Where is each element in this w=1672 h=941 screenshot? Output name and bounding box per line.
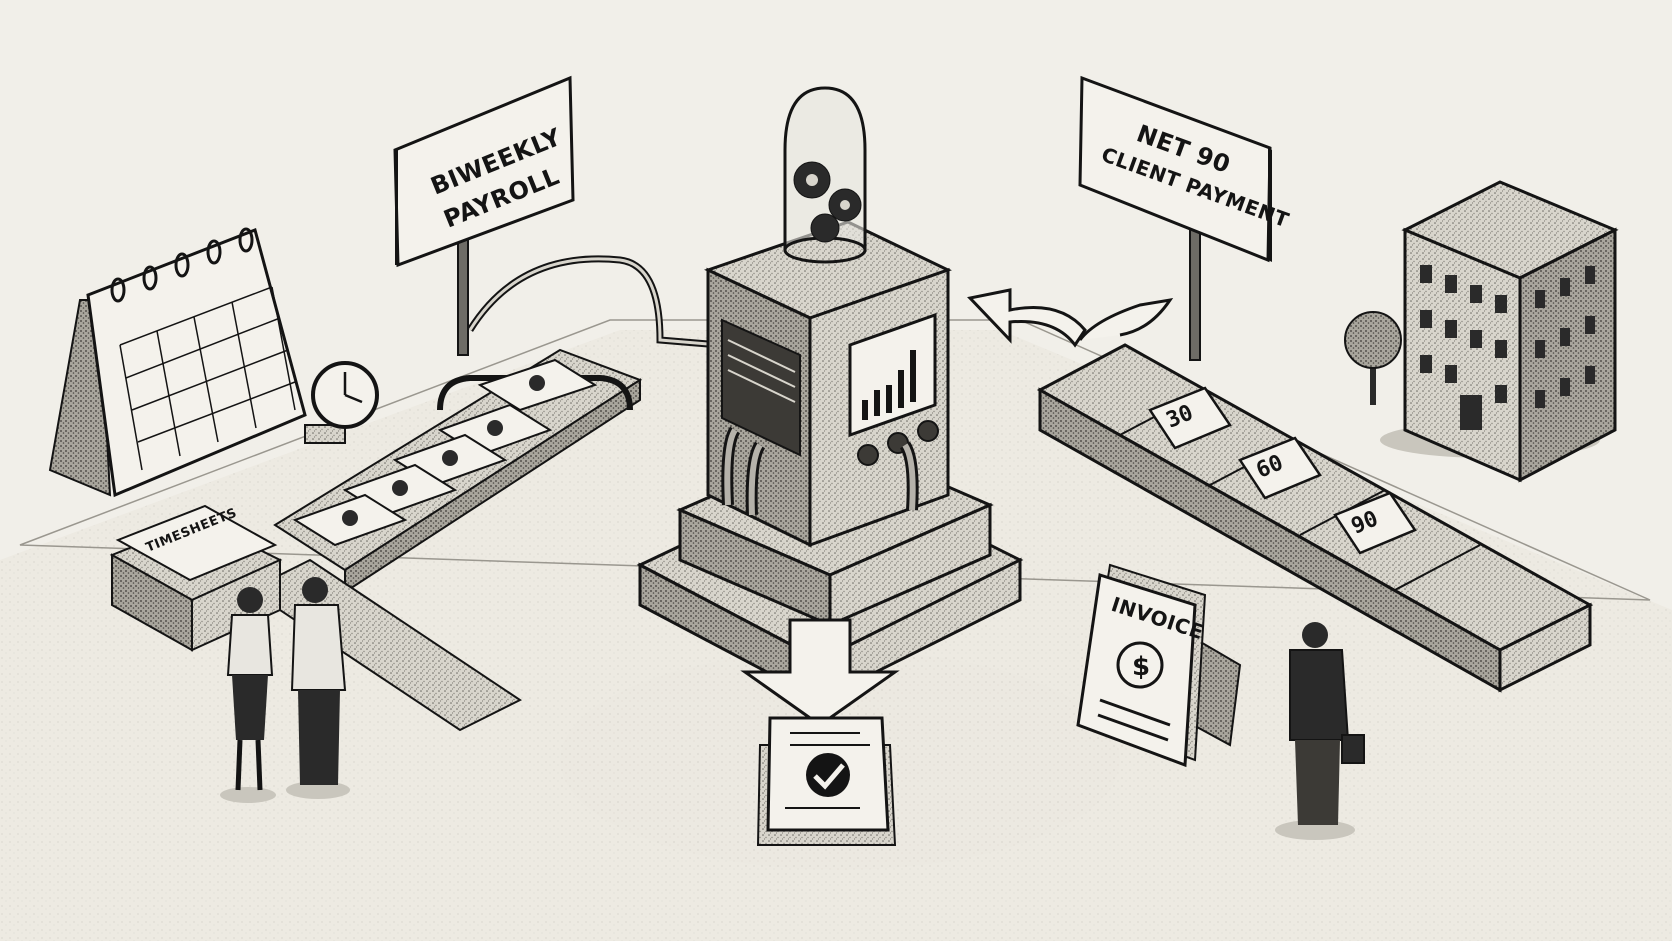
employee-card [292, 493, 408, 547]
tree-icon [1344, 311, 1402, 405]
client-building [1380, 180, 1619, 483]
calendar [48, 227, 307, 498]
dollar-icon [1116, 641, 1164, 689]
briefcase-icon [1341, 734, 1365, 764]
term-calendar-60: 60 [1238, 436, 1322, 500]
term-calendar-30: 30 [1148, 386, 1232, 450]
client-payment-conveyor: 30 60 90 [1036, 343, 1594, 693]
invoice-symbol: $ [1132, 652, 1151, 682]
person-client [1275, 622, 1365, 840]
employee-card [477, 358, 598, 412]
term-calendar-90: 90 [1333, 491, 1417, 555]
approved-documents [756, 716, 897, 846]
clock-icon [304, 361, 379, 444]
payroll-sign: BIWEEKLY PAYROLL [393, 75, 575, 356]
down-arrow-icon [740, 618, 900, 727]
client-payment-sign: NET 90 CLIENT PAYMENT [1078, 75, 1292, 361]
cash-flow-machine [636, 86, 1024, 703]
person-woman [220, 587, 276, 803]
bar-chart-icon [862, 350, 916, 420]
dial-knob [917, 420, 939, 442]
person-man [286, 577, 350, 799]
checkmark-icon [806, 753, 850, 797]
return-arrow-icon [967, 288, 1174, 348]
invoice-stand: INVOICE $ [1076, 563, 1242, 768]
dial-knob [857, 444, 879, 466]
